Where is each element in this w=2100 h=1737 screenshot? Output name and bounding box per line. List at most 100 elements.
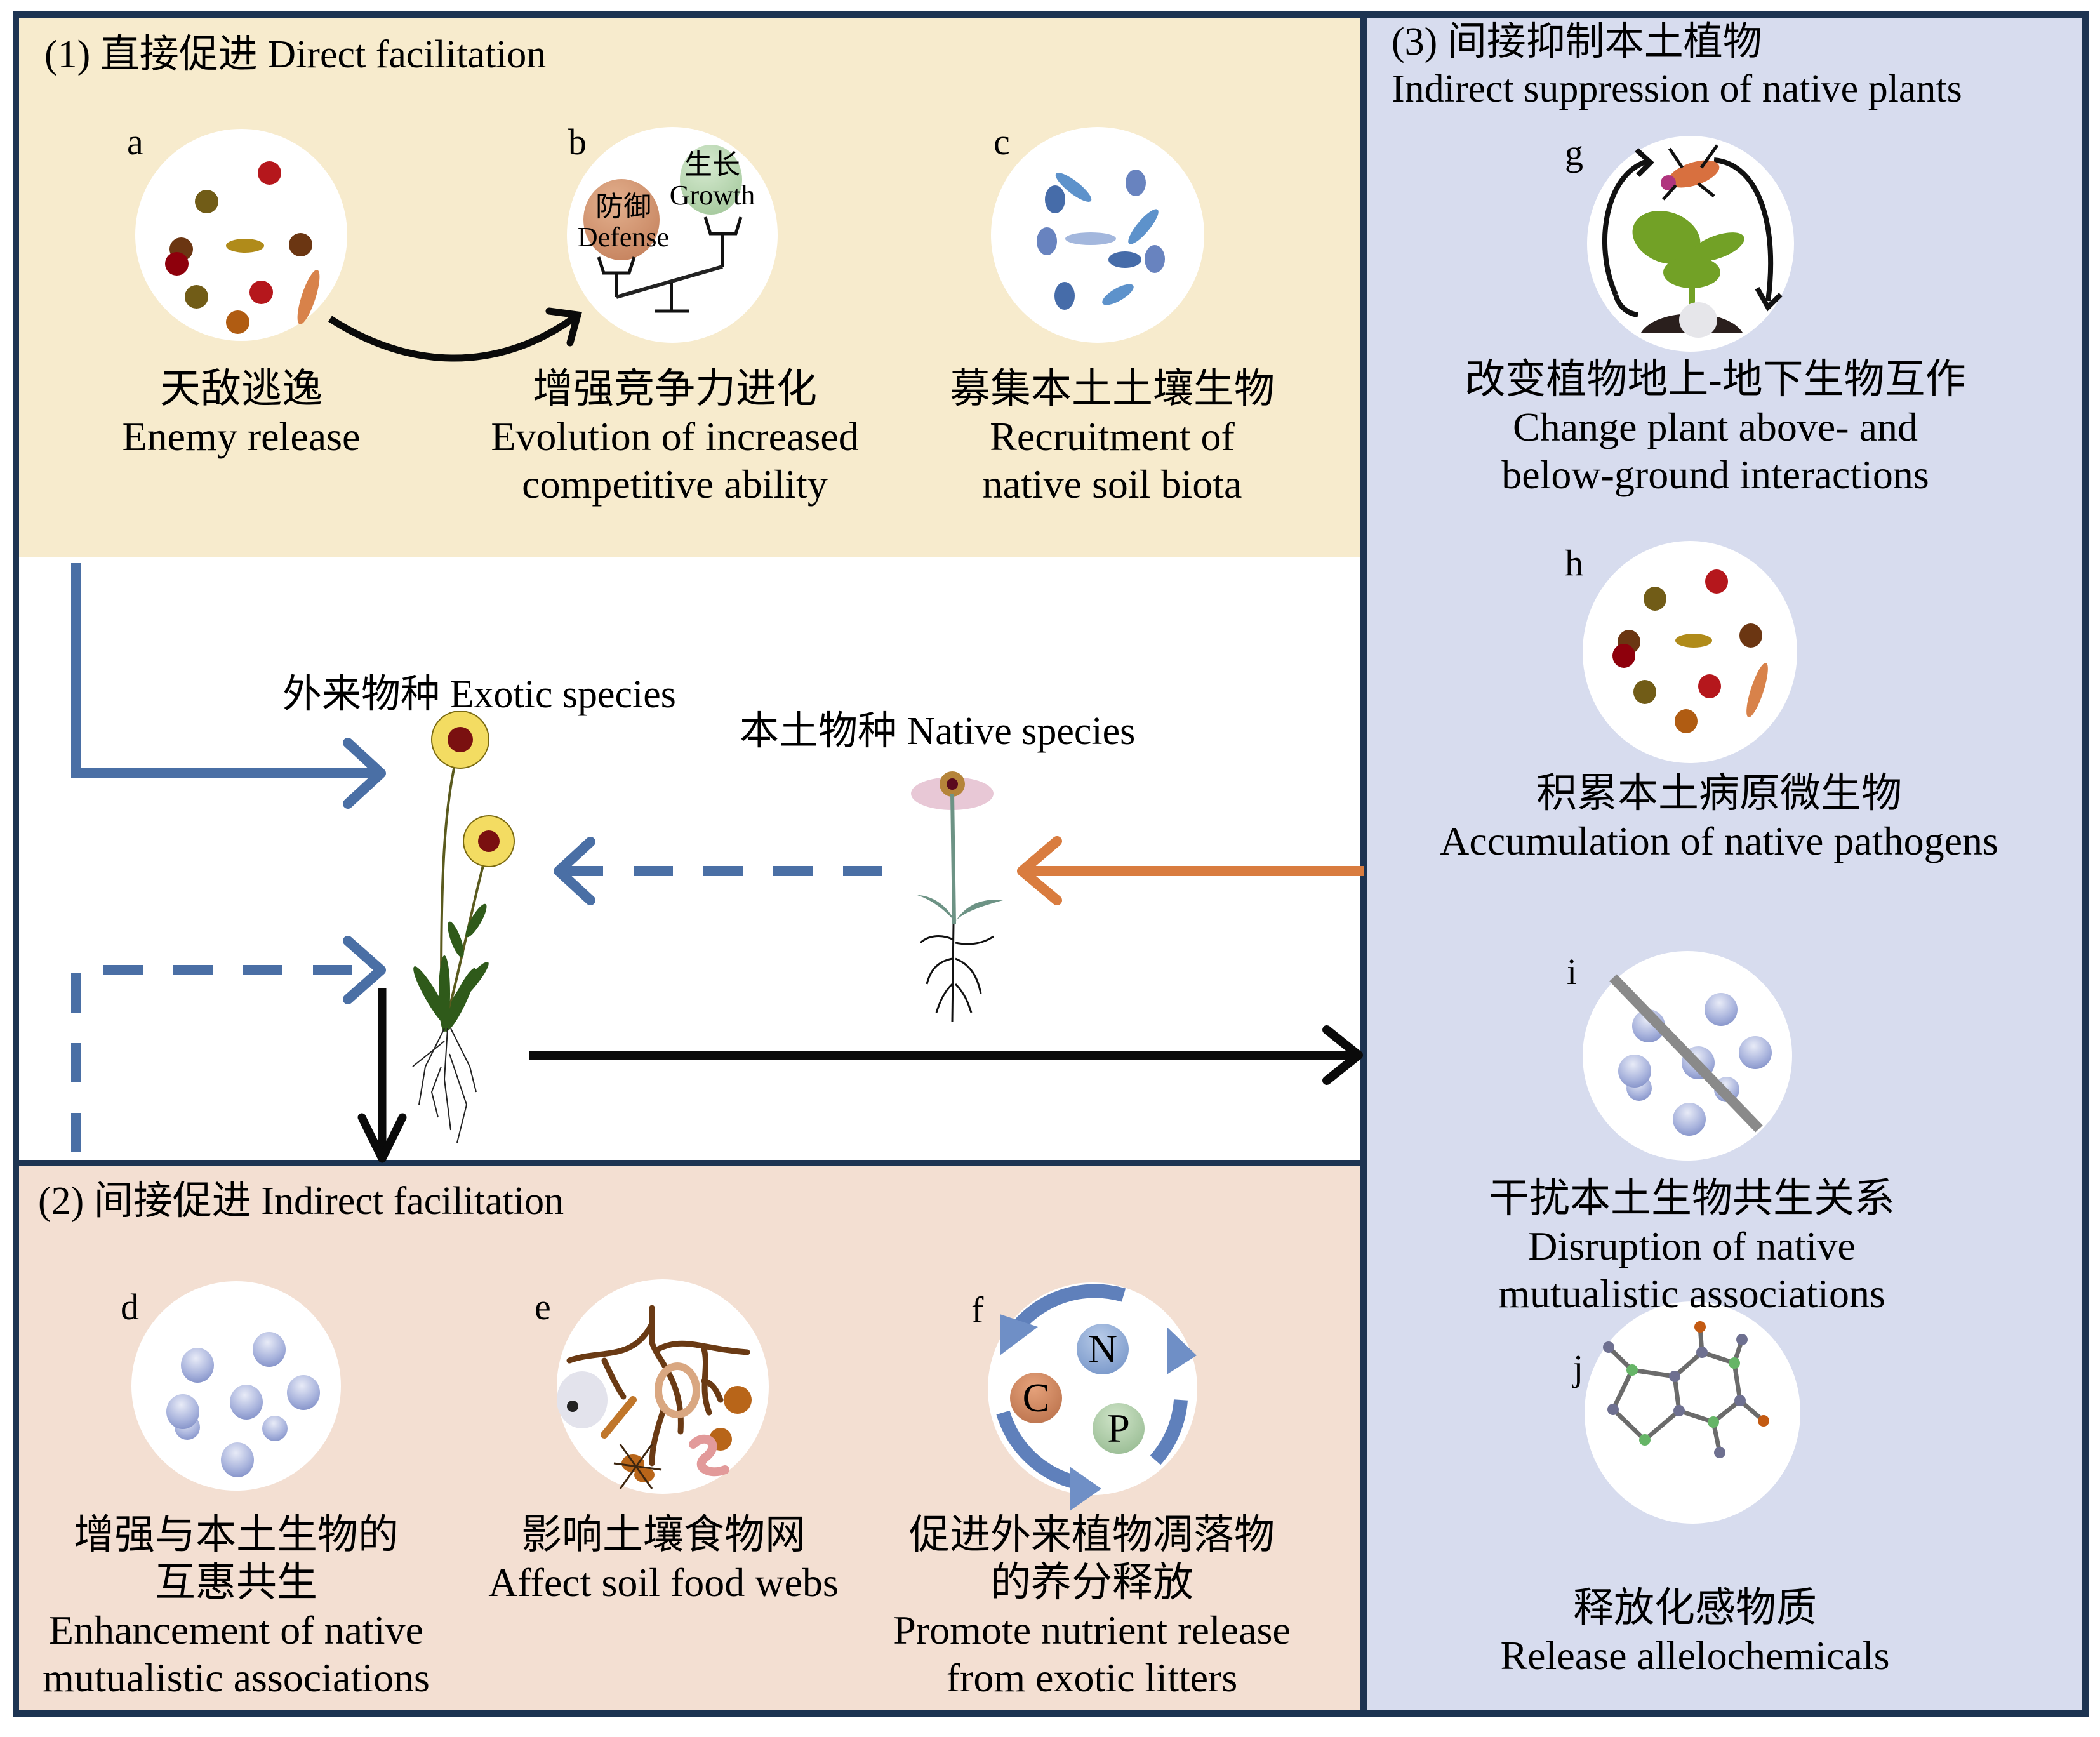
panel-indirect-title: (2) 间接促进 Indirect facilitation — [38, 1180, 564, 1223]
microbe-cluster — [226, 239, 264, 253]
bacteria-rod — [1099, 280, 1137, 309]
caption-zh-line1: 增强与本土生物的 — [74, 1512, 399, 1557]
phosphorus-ball: P — [1093, 1403, 1145, 1454]
microbe-dot — [165, 252, 189, 276]
caption-en: Release allelochemicals — [1500, 1633, 1890, 1678]
caption-zh-line2: 互惠共生 — [155, 1560, 317, 1605]
caption-en-line2: mutualistic associations — [1498, 1271, 1885, 1316]
balance-scale-icon — [597, 216, 743, 313]
caption-en-line1: Change plant above- and — [1513, 404, 1918, 449]
mutualist-sphere — [221, 1442, 254, 1477]
growth-ball — [680, 145, 742, 215]
microbe-dot — [289, 233, 312, 256]
defense-label-zh: 防御 — [595, 191, 651, 222]
pathogen-cluster — [1675, 634, 1712, 648]
item-letter-b: b — [568, 121, 587, 163]
item-letter-g: g — [1565, 132, 1583, 173]
caption-nutrient-release: 促进外来植物凋落物 的养分释放 Promote nutrient release… — [893, 1511, 1291, 1701]
mutualist-sphere — [230, 1385, 263, 1420]
caption-recruitment-soil-biota: 募集本土土壤生物 Recruitment of native soil biot… — [950, 365, 1275, 508]
caption-en-line1: Enhancement of native — [49, 1607, 423, 1653]
caption-en: Enemy release — [122, 414, 361, 459]
native-soil-biota-illustration — [991, 127, 1204, 343]
bacteria-cell — [1126, 170, 1146, 196]
mutualist-sphere — [1705, 993, 1738, 1026]
item-letter-i: i — [1567, 951, 1578, 992]
item-letter-f: f — [971, 1289, 984, 1331]
mutualist-sphere — [1739, 1036, 1772, 1069]
defense-ball — [583, 179, 660, 260]
phosphorus-label: P — [1107, 1406, 1130, 1451]
mutualist-sphere — [1618, 1055, 1651, 1088]
microbe-dot — [185, 285, 208, 309]
bacteria-cell — [1145, 245, 1165, 273]
bacteria-cell — [1054, 282, 1075, 310]
pathogen-dot — [1675, 709, 1698, 733]
disruption-slash-icon — [1609, 974, 1763, 1133]
defense-growth-balance-illustration: 防御 Defense 生长 Growth — [567, 127, 778, 343]
bacteria-cell — [1045, 185, 1065, 213]
caption-en-line1: Disruption of native — [1528, 1223, 1856, 1268]
caption-zh-line2: 的养分释放 — [990, 1560, 1193, 1605]
microbe-dot — [195, 190, 218, 213]
defense-label: 防御 Defense — [576, 192, 671, 253]
caption-zh: 影响土壤食物网 — [521, 1512, 806, 1557]
exotic-species-label: 外来物种 Exotic species — [282, 673, 676, 716]
molecule-icon — [1603, 1321, 1769, 1458]
panel-suppression-title-en: Indirect suppression of native plants — [1392, 67, 1962, 110]
bacteria-cell — [1037, 227, 1057, 255]
mutualist-sphere — [166, 1394, 199, 1429]
native-species-label: 本土物种 Native species — [740, 710, 1136, 753]
soil-food-web-illustration — [557, 1279, 769, 1494]
plant-insect-cycle-icon — [1602, 144, 1783, 338]
mutualist-sphere — [287, 1375, 320, 1410]
panel-direct-title: (1) 直接促进 Direct facilitation — [44, 33, 547, 76]
carbon-label: C — [1022, 1375, 1050, 1420]
microbe-dot — [258, 161, 281, 185]
caption-en: Affect soil food webs — [488, 1560, 839, 1605]
caption-eica: 增强竞争力进化 Evolution of increased competiti… — [491, 365, 858, 508]
pathogen-dot — [1633, 680, 1656, 704]
growth-label: 生长 Growth — [665, 150, 760, 211]
item-letter-c: c — [994, 121, 1010, 163]
pathogen-dot — [1705, 569, 1728, 594]
nutrient-cycle-arrows-icon — [996, 1284, 1197, 1511]
nitrogen-label: N — [1087, 1326, 1118, 1371]
caption-en-line2: from exotic litters — [946, 1655, 1238, 1700]
bacteria-cluster — [1108, 251, 1141, 268]
caption-en-line2: mutualistic associations — [43, 1655, 430, 1700]
pathogen-dot — [1739, 623, 1762, 648]
caption-zh: 天敌逃逸 — [160, 366, 322, 411]
disrupted-mutualism-illustration — [1583, 951, 1792, 1161]
bacteria-cluster — [1065, 232, 1116, 245]
caption-en-line2: below-ground interactions — [1501, 452, 1929, 497]
mutualist-sphere — [253, 1332, 286, 1367]
pathogen-rod — [1742, 661, 1772, 719]
pathogen-dot — [1698, 674, 1721, 698]
item-letter-j: j — [1573, 1347, 1584, 1388]
mutualist-sphere — [262, 1416, 288, 1441]
above-below-ground-interaction-illustration — [1587, 136, 1794, 352]
bacteria-rod — [1124, 205, 1163, 248]
caption-zh: 释放化感物质 — [1573, 1585, 1817, 1630]
caption-zh-line1: 促进外来植物凋落物 — [909, 1512, 1275, 1557]
defense-label-en: Defense — [577, 222, 670, 253]
item-letter-d: d — [121, 1286, 139, 1328]
growth-label-en: Growth — [669, 180, 755, 211]
soil-food-web-icon — [557, 1305, 752, 1489]
caption-en: Accumulation of native pathogens — [1440, 818, 1998, 863]
caption-en-line2: native soil biota — [982, 462, 1242, 507]
mutualism-enhancement-illustration — [131, 1281, 341, 1491]
enemy-release-illustration — [135, 129, 347, 341]
mutualist-sphere — [181, 1348, 214, 1383]
caption-en-line2: competitive ability — [522, 462, 828, 507]
exotic-plant-icon — [412, 711, 515, 1143]
item-letter-h: h — [1565, 542, 1583, 583]
native-plant-icon — [911, 771, 1003, 1023]
caption-en-line1: Promote nutrient release — [893, 1607, 1291, 1653]
growth-label-zh: 生长 — [684, 149, 740, 180]
caption-native-pathogens: 积累本土病原微生物 Accumulation of native pathoge… — [1440, 769, 1998, 865]
allelochemical-molecule-illustration — [1585, 1301, 1800, 1524]
caption-allelochemicals: 释放化感物质 Release allelochemicals — [1500, 1584, 1889, 1679]
item-letter-a: a — [127, 121, 143, 163]
